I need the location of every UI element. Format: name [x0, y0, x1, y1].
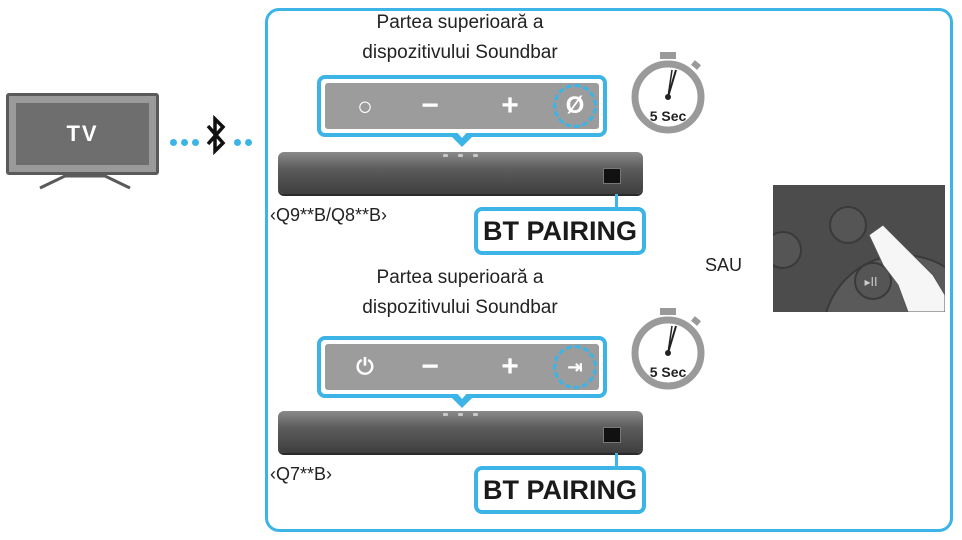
input-source-icon: ⇥: [567, 358, 582, 376]
power-icon: ⏻: [356, 356, 373, 378]
panel-callout-pointer: [450, 135, 474, 147]
tv-illustration: TV: [6, 93, 159, 175]
stopwatch-icon: 5 Sec: [628, 306, 708, 392]
plus-icon: +: [501, 91, 519, 121]
bottom-bt-pairing-label: BT PAIRING: [474, 466, 646, 514]
top-bt-pairing-label: BT PAIRING: [474, 207, 646, 255]
soundbar-bottom: [278, 411, 643, 453]
bottom-timer-label: 5 Sec: [628, 364, 708, 380]
connection-dots-left: [170, 133, 203, 151]
tv-stand: [30, 174, 140, 190]
pairing-port: [603, 427, 621, 443]
soundbar-top: [278, 152, 643, 194]
top-model-label: ‹Q9**B/Q8**B›: [270, 205, 387, 226]
svg-text:▸II: ▸II: [864, 275, 877, 289]
remote-control-photo: ▸II: [773, 185, 945, 312]
mic-off-icon: Ø: [566, 94, 585, 118]
top-timer-label: 5 Sec: [628, 108, 708, 124]
plus-icon: +: [501, 352, 519, 382]
bottom-model-label: ‹Q7**B›: [270, 464, 332, 485]
stopwatch-icon: 5 Sec: [628, 50, 708, 136]
minus-icon: −: [421, 91, 439, 121]
top-panel-title-line1: Partea superioară a: [340, 8, 580, 38]
bottom-panel-title-line2: dispozitivului Soundbar: [340, 293, 580, 323]
panel-callout-pointer: [450, 396, 474, 408]
bluetooth-icon: [205, 115, 227, 155]
top-control-panel: ○ − + Ø: [317, 75, 607, 137]
tv-label: TV: [16, 103, 149, 165]
pairing-port: [603, 168, 621, 184]
top-panel-title: Partea superioară a dispozitivului Sound…: [340, 8, 580, 68]
bottom-control-panel: ⏻ − + ⇥: [317, 336, 607, 398]
connection-dots-right: [234, 133, 256, 151]
bottom-panel-title: Partea superioară a dispozitivului Sound…: [340, 263, 580, 323]
hand-pointer-icon: [873, 215, 874, 216]
minus-icon: −: [421, 352, 439, 382]
bottom-panel-title-line1: Partea superioară a: [340, 263, 580, 293]
top-panel-title-line2: dispozitivului Soundbar: [340, 38, 580, 68]
or-label: SAU: [705, 255, 742, 276]
circle-icon: ○: [357, 93, 373, 119]
